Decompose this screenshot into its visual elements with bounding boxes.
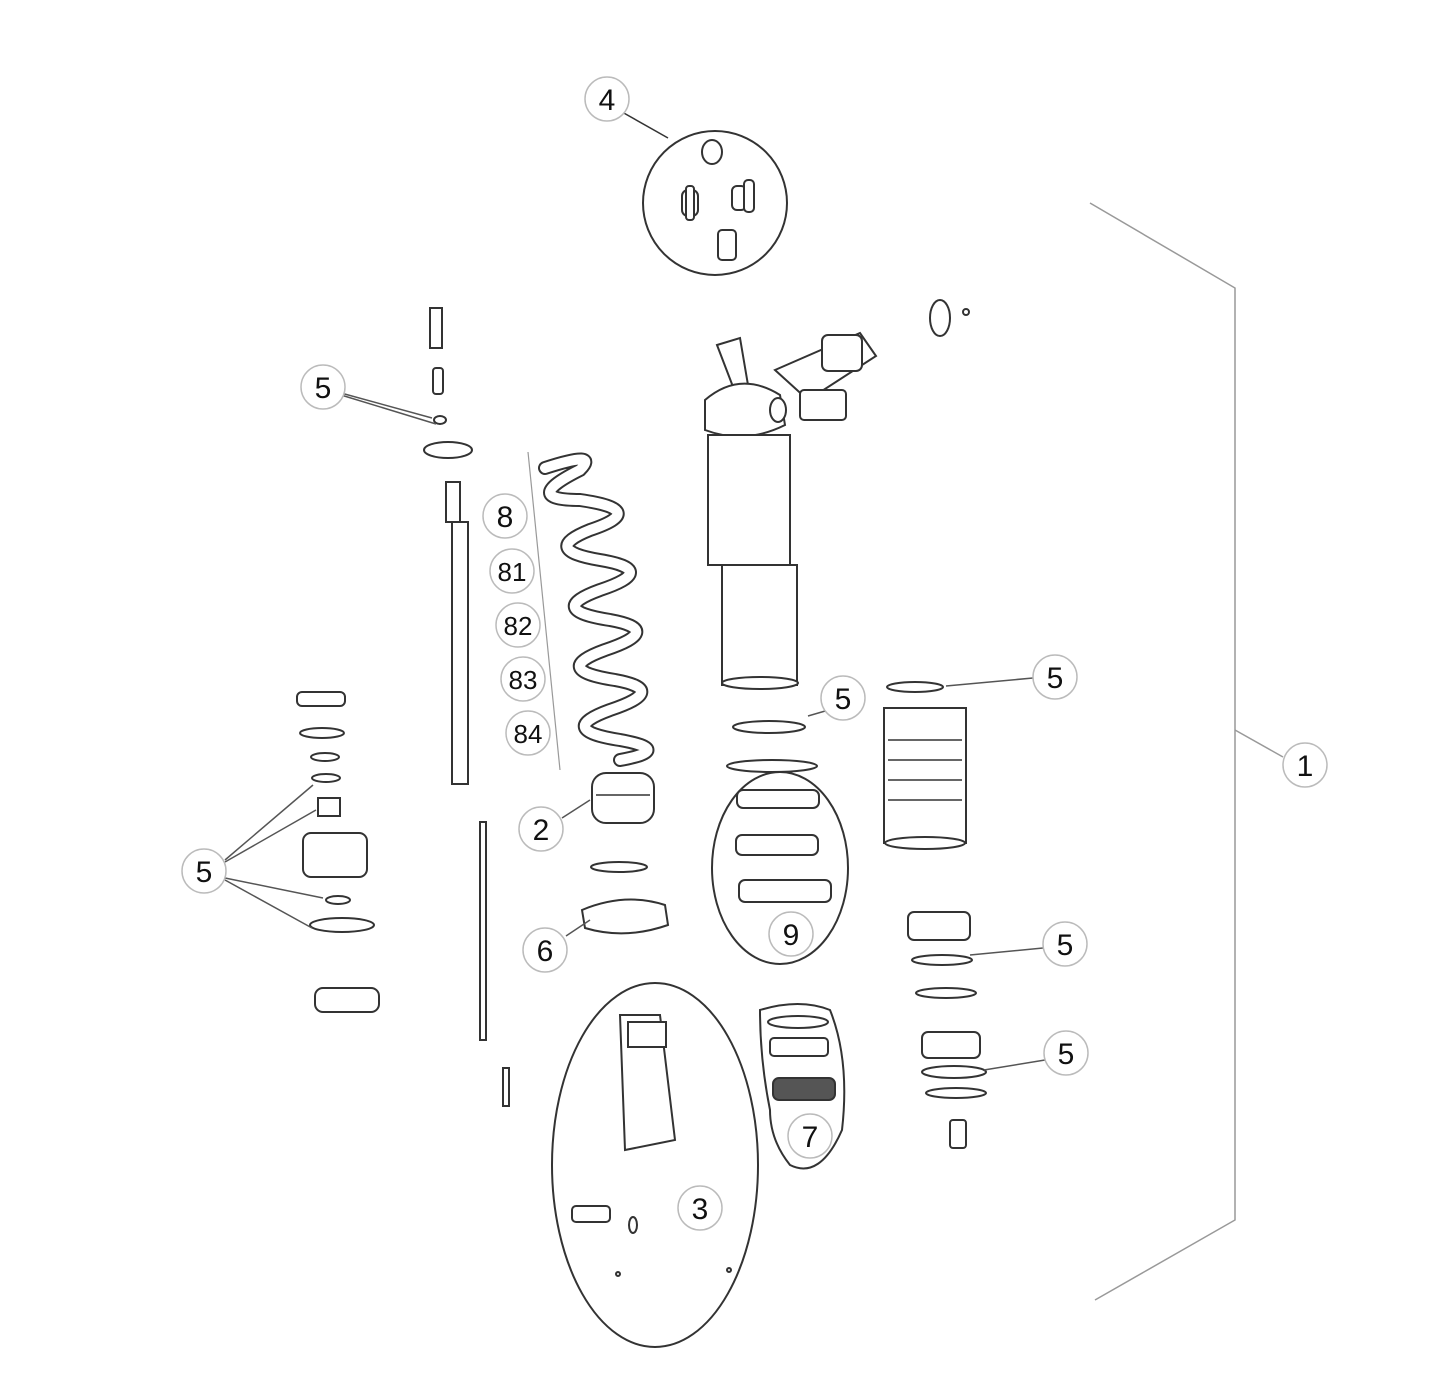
svg-text:9: 9: [783, 919, 800, 952]
svg-text:4: 4: [599, 84, 616, 117]
svg-text:5: 5: [315, 372, 332, 405]
callout-seal-can-low: 5: [1043, 1030, 1089, 1076]
svg-text:3: 3: [692, 1193, 709, 1226]
callout-seal-piston-stack: 5: [181, 848, 227, 894]
callout-assembly: 1: [1282, 742, 1328, 788]
callout-seal-can-mid: 5: [1042, 921, 1088, 967]
callout-seal-can-top: 5: [1032, 654, 1078, 700]
callout-damper-bumper: 2: [518, 806, 564, 852]
svg-text:5: 5: [1047, 662, 1064, 695]
svg-text:7: 7: [802, 1121, 819, 1154]
svg-text:5: 5: [1058, 1038, 1075, 1071]
seal-leader-lines: [224, 392, 1046, 1071]
svg-text:5: 5: [196, 856, 213, 889]
bumper-and-retainer: [580, 772, 670, 935]
piston-stack-left: [296, 691, 380, 1013]
callout-spring-82: 82: [495, 602, 541, 648]
spring-group: [527, 451, 655, 771]
svg-text:2: 2: [533, 814, 550, 847]
callout-seal-top: 5: [300, 364, 346, 410]
svg-text:5: 5: [835, 683, 852, 716]
callout-spring-81: 81: [489, 548, 535, 594]
air-can-group: [883, 681, 987, 1149]
callout-spring-84: 84: [505, 710, 551, 756]
reservoir-cap-kit-group: [621, 111, 788, 276]
damper-shaft-group: [423, 307, 510, 1107]
callout-piston-kit: 7: [787, 1113, 833, 1159]
callout-spring-83: 83: [500, 656, 546, 702]
svg-text:6: 6: [537, 935, 554, 968]
assembly-bracket: [1089, 202, 1284, 1301]
svg-text:5: 5: [1057, 929, 1074, 962]
callout-seal-cone: 5: [820, 675, 866, 721]
svg-text:82: 82: [504, 611, 533, 641]
callout-spring-retainer: 6: [522, 927, 568, 973]
svg-text:1: 1: [1297, 750, 1314, 783]
svg-text:84: 84: [514, 719, 543, 749]
svg-text:83: 83: [509, 665, 538, 695]
shim-kit-group: [711, 720, 849, 965]
callout-eyelet-kit: 3: [677, 1185, 723, 1231]
callout-shim-kit: 9: [768, 911, 814, 957]
eyelet-kit-group: [551, 982, 759, 1348]
callout-reservoir-cap-kit: 4: [584, 76, 630, 122]
damper-body: [704, 299, 970, 690]
callout-spring: 8: [482, 493, 528, 539]
svg-text:8: 8: [497, 501, 514, 534]
svg-text:81: 81: [498, 557, 527, 587]
